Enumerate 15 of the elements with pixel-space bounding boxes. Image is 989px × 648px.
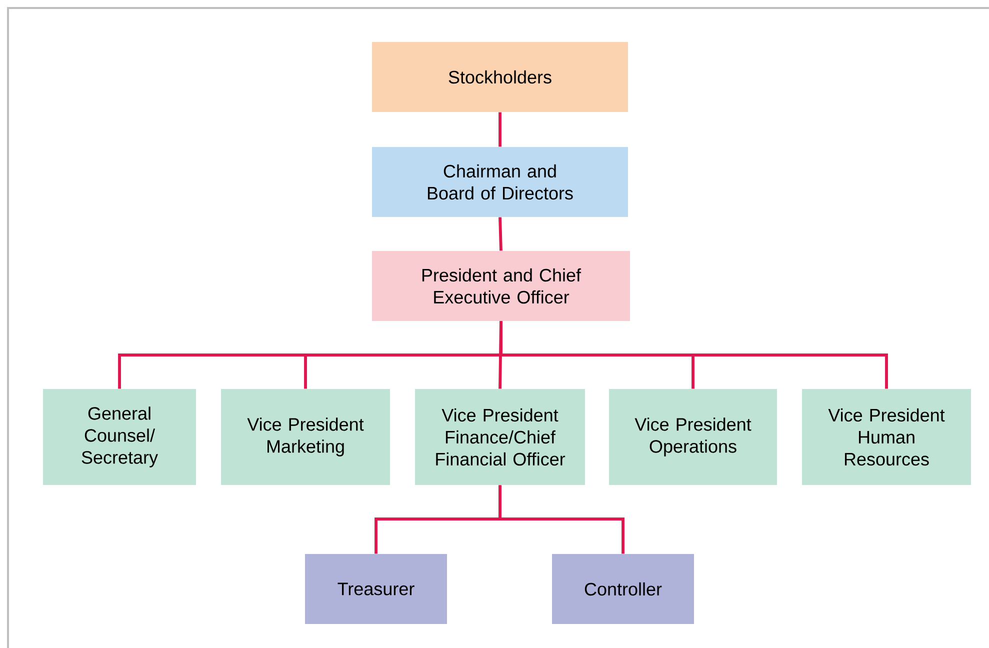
org-box: General Counsel/ Secretary xyxy=(43,389,196,485)
connector-line xyxy=(498,485,624,554)
org-box: Treasurer xyxy=(305,554,447,624)
connector-line xyxy=(500,321,888,389)
org-box: Controller xyxy=(552,554,694,624)
org-box: President and Chief Executive Officer xyxy=(372,251,630,321)
connector-line xyxy=(498,217,502,251)
connector-line xyxy=(498,321,502,389)
org-box: Stockholders xyxy=(372,42,628,112)
org-box: Vice President Marketing xyxy=(221,389,390,485)
org-box: Vice President Finance/Chief Financial Officer xyxy=(415,389,585,485)
org-box: Chairman and Board of Directors xyxy=(372,147,628,217)
org-box: Vice President Human Resources xyxy=(802,389,971,485)
org-box: Vice President Operations xyxy=(609,389,777,485)
connector-line xyxy=(498,112,502,147)
